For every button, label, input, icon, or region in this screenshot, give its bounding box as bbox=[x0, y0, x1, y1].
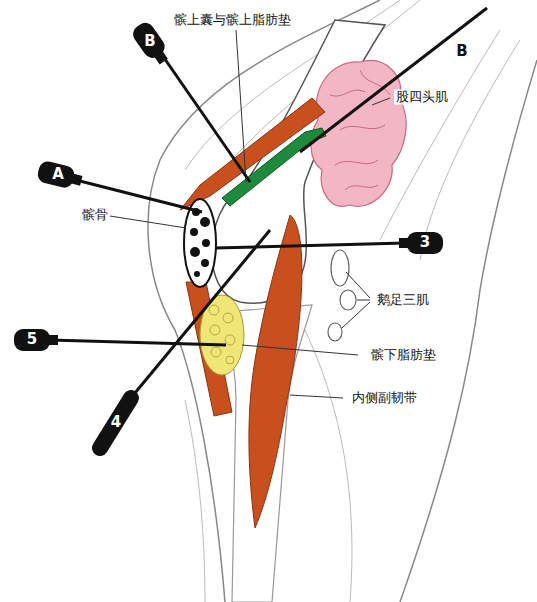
tissue-line bbox=[300, 320, 352, 602]
arthroscope-rods bbox=[50, 8, 487, 405]
instrument-handles bbox=[14, 19, 443, 351]
patella-texture bbox=[190, 208, 210, 277]
part-label: 髌上囊与髌上脂肪垫 bbox=[172, 13, 293, 28]
callout-letter: B bbox=[144, 33, 155, 50]
tissue-line bbox=[420, 40, 520, 260]
callout-letter: A bbox=[52, 166, 64, 183]
suprapatellar-bursa bbox=[222, 128, 326, 206]
part-label: 股四头肌 bbox=[394, 90, 450, 105]
callout-number: 5 bbox=[27, 331, 37, 348]
part-label: 鹅足三肌 bbox=[375, 293, 431, 308]
callout-number: 3 bbox=[420, 234, 430, 251]
skin-back bbox=[400, 60, 537, 602]
rod-end bbox=[100, 398, 131, 448]
part-label: 髌骨 bbox=[80, 208, 110, 223]
callout-number: 4 bbox=[111, 414, 121, 431]
callout-letter: B bbox=[454, 43, 469, 60]
medial-collateral-ligament bbox=[249, 215, 302, 528]
tissue-line bbox=[185, 400, 205, 602]
part-label: 内侧副韧带 bbox=[350, 391, 419, 406]
part-label: 髌下脂肪垫 bbox=[369, 348, 438, 363]
fat-lobules bbox=[209, 305, 235, 364]
